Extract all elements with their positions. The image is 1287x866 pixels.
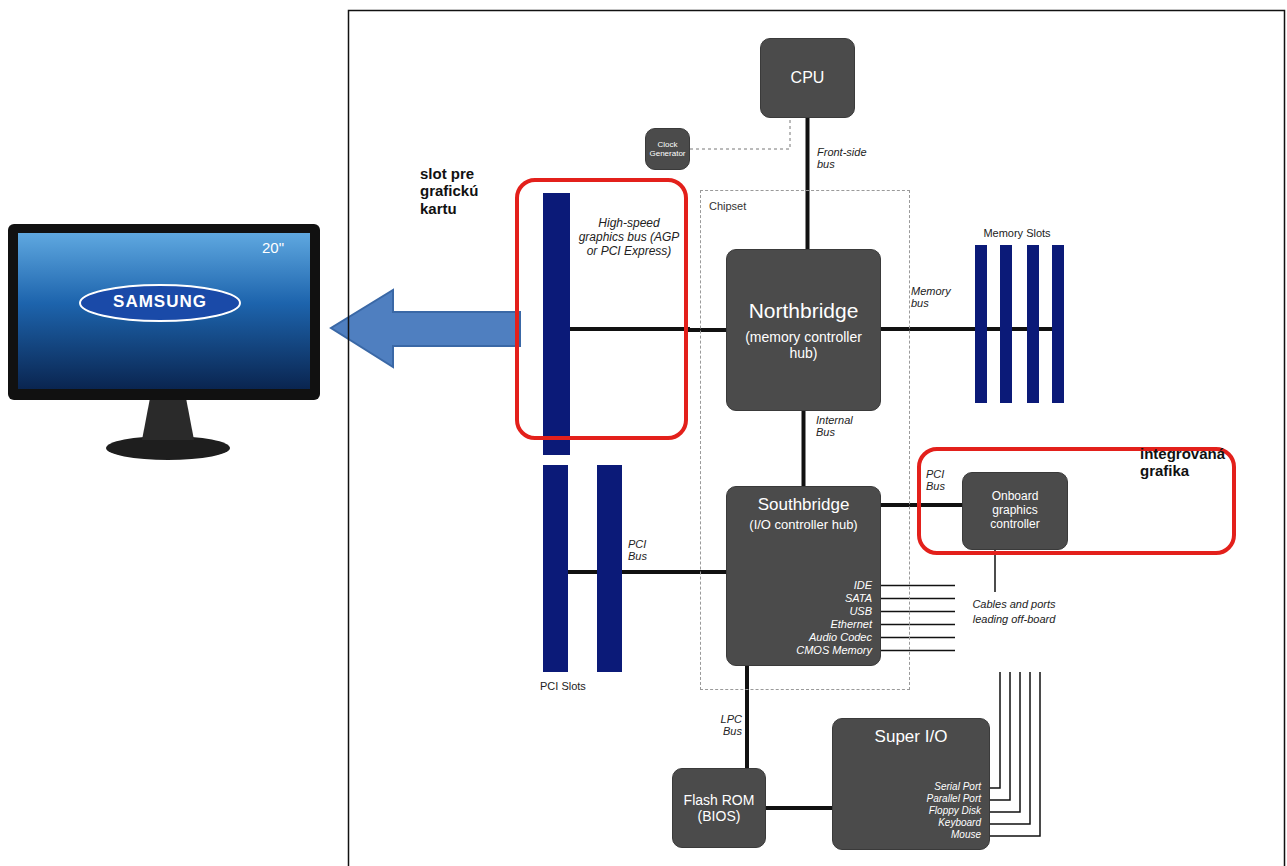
bus-connector <box>690 118 790 149</box>
node-text: Audio Codec <box>809 631 872 644</box>
bus-connector <box>881 503 962 507</box>
node-text: Mouse <box>951 829 981 841</box>
bus-connector <box>688 328 726 332</box>
frame <box>349 11 1285 866</box>
node-title: Onboard graphics controller <box>969 490 1061 531</box>
node-text: IDE <box>854 579 872 592</box>
cables-label: Cables and ports leading off-board <box>958 597 1070 627</box>
cpu-box: CPU <box>760 38 855 118</box>
pci-bus-label: PCI Bus <box>628 538 660 562</box>
node-title: integrovaná grafika <box>1140 445 1236 480</box>
node-text: (memory controller hub) <box>735 329 872 361</box>
monitor-bezel <box>8 224 320 400</box>
node-text: USB <box>849 605 872 618</box>
pci-slot <box>543 465 568 672</box>
node-title: Flash ROM (BIOS) <box>679 792 759 824</box>
bus-label: Front-side bus <box>817 146 867 170</box>
clock-box: Clock Generator <box>645 128 690 170</box>
northbridge-box: Northbridge (memory controller hub) <box>726 249 881 411</box>
memory-slot <box>1052 245 1064 403</box>
output-arrow <box>331 290 520 367</box>
node-title: CPU <box>791 69 825 87</box>
bus-connector <box>802 411 806 486</box>
node-text: (I/O controller hub) <box>749 518 857 533</box>
node-title: slot pre grafickú kartu <box>420 165 502 217</box>
bus-connector <box>766 806 832 810</box>
node-title: Super I/O <box>875 727 948 747</box>
graphics-bus-line <box>557 327 690 331</box>
brand-logo: SAMSUNG <box>85 292 235 312</box>
bus-connector <box>745 666 749 768</box>
bus-label: PCI Bus <box>926 468 956 492</box>
logo-ellipse <box>80 285 240 321</box>
node-title: Clock Generator <box>648 140 687 158</box>
chipset-region: ChipsetNorthbridge (memory controller hub… <box>700 190 910 690</box>
monitor-screen <box>18 233 310 389</box>
bus-connector <box>806 118 810 249</box>
node-text: Serial Port <box>934 781 981 793</box>
node-text: Ethernet <box>830 618 872 631</box>
memory-slots-label: Memory Slots <box>962 227 1072 239</box>
super-io-box: Super I/O Serial PortParallel PortFloppy … <box>832 718 990 850</box>
node-text: Parallel Port <box>927 793 981 805</box>
bus-label: LPC Bus <box>706 713 742 737</box>
bus-label: Internal Bus <box>816 414 860 438</box>
memory-slot <box>1027 245 1039 403</box>
pci-slots-label: PCI Slots <box>540 680 620 692</box>
southbridge-box: Southbridge (I/O controller hub) IDESATAUS… <box>726 486 881 666</box>
node-text: Keyboard <box>938 817 981 829</box>
node-title: Northbridge <box>749 299 859 323</box>
pci-slot <box>597 465 622 672</box>
node-title: Chipset <box>709 200 769 213</box>
size-label: 20" <box>262 239 307 256</box>
node-text: SATA <box>845 592 872 605</box>
node-title: Southbridge <box>758 495 850 515</box>
monitor-neck <box>142 398 194 440</box>
node-text: CMOS Memory <box>796 644 872 657</box>
integrated-graphics-region: integrovaná grafikaOnboard graphics cont… <box>917 447 1236 555</box>
graphics-controller-box: Onboard graphics controller <box>962 472 1068 550</box>
flash-rom-box: Flash ROM (BIOS) <box>672 768 766 848</box>
memory-bus-label: Memory bus <box>911 285 961 309</box>
graphics-slot <box>543 193 570 455</box>
node-text: High-speed graphics bus (AGP or PCI Expr… <box>577 217 681 258</box>
graphics-slot-region: slot pre grafickú kartuHigh-speed graphi… <box>515 178 688 440</box>
memory-slot <box>975 245 987 403</box>
node-text: Floppy Disk <box>929 805 981 817</box>
memory-slot <box>1000 245 1012 403</box>
